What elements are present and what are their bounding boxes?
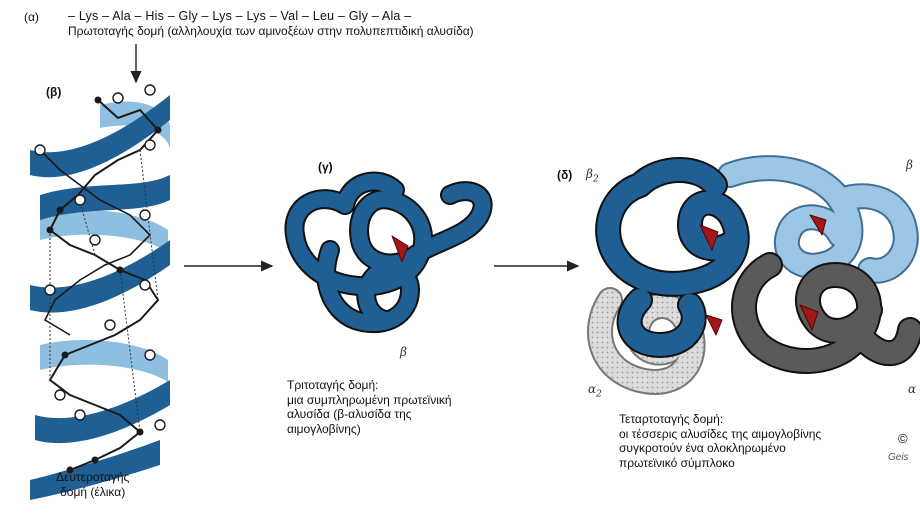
panel-d-label: (δ) xyxy=(557,168,572,182)
primary-structure-caption: Πρωτοταγής δομή (αλληλουχία των αμινοξέω… xyxy=(68,24,474,38)
alpha-helix-illustration xyxy=(30,85,170,500)
quaternary-hemoglobin xyxy=(600,168,910,382)
secondary-caption-line1: Δευτεροταγής xyxy=(56,470,129,485)
quaternary-caption-line3: συγκροτούν ένα ολοκληρωμένο xyxy=(619,441,821,456)
amino-acid-sequence: – Lys – Ala – His – Gly – Lys – Lys – Va… xyxy=(68,9,411,23)
panel-b-label: (β) xyxy=(46,85,61,99)
secondary-structure-caption: Δευτεροταγής δομή (έλικα) xyxy=(56,470,129,499)
chain-alpha1-label: α xyxy=(908,382,916,396)
tertiary-structure-caption: Τριτοταγής δομή: μια συμπληρωμένη πρωτεϊ… xyxy=(287,378,452,436)
quaternary-caption-line1: Τεταρτοταγής δομή: xyxy=(619,412,821,427)
tertiary-caption-line2: μια συμπληρωμένη πρωτεϊνική xyxy=(287,393,452,408)
secondary-caption-line2: δομή (έλικα) xyxy=(56,485,129,500)
quaternary-caption-line2: οι τέσσερις αλυσίδες της αιμογλοβίνης xyxy=(619,427,821,442)
copyright-mark: © xyxy=(898,432,908,446)
tertiary-caption-line4: αιμογλοβίνης) xyxy=(287,422,452,437)
quaternary-caption-line4: πρωτεϊνικό σύμπλοκο xyxy=(619,456,821,471)
quaternary-structure-caption: Τεταρτοταγής δομή: οι τέσσερις αλυσίδες … xyxy=(619,412,821,470)
tertiary-caption-line1: Τριτοταγής δομή: xyxy=(287,378,452,393)
tertiary-caption-line3: αλυσίδα (β-αλυσίδα της xyxy=(287,407,452,422)
artist-signature: Geis xyxy=(888,452,909,463)
chain-beta1-label: β xyxy=(906,158,913,172)
chain-alpha2-label: α2 xyxy=(588,382,602,399)
panel-a-label: (α) xyxy=(24,10,39,24)
tertiary-chain-label: β xyxy=(400,345,407,359)
tertiary-beta-chain xyxy=(294,182,482,324)
panel-c-label: (γ) xyxy=(318,160,333,174)
chain-beta2-label: β2 xyxy=(586,167,599,184)
